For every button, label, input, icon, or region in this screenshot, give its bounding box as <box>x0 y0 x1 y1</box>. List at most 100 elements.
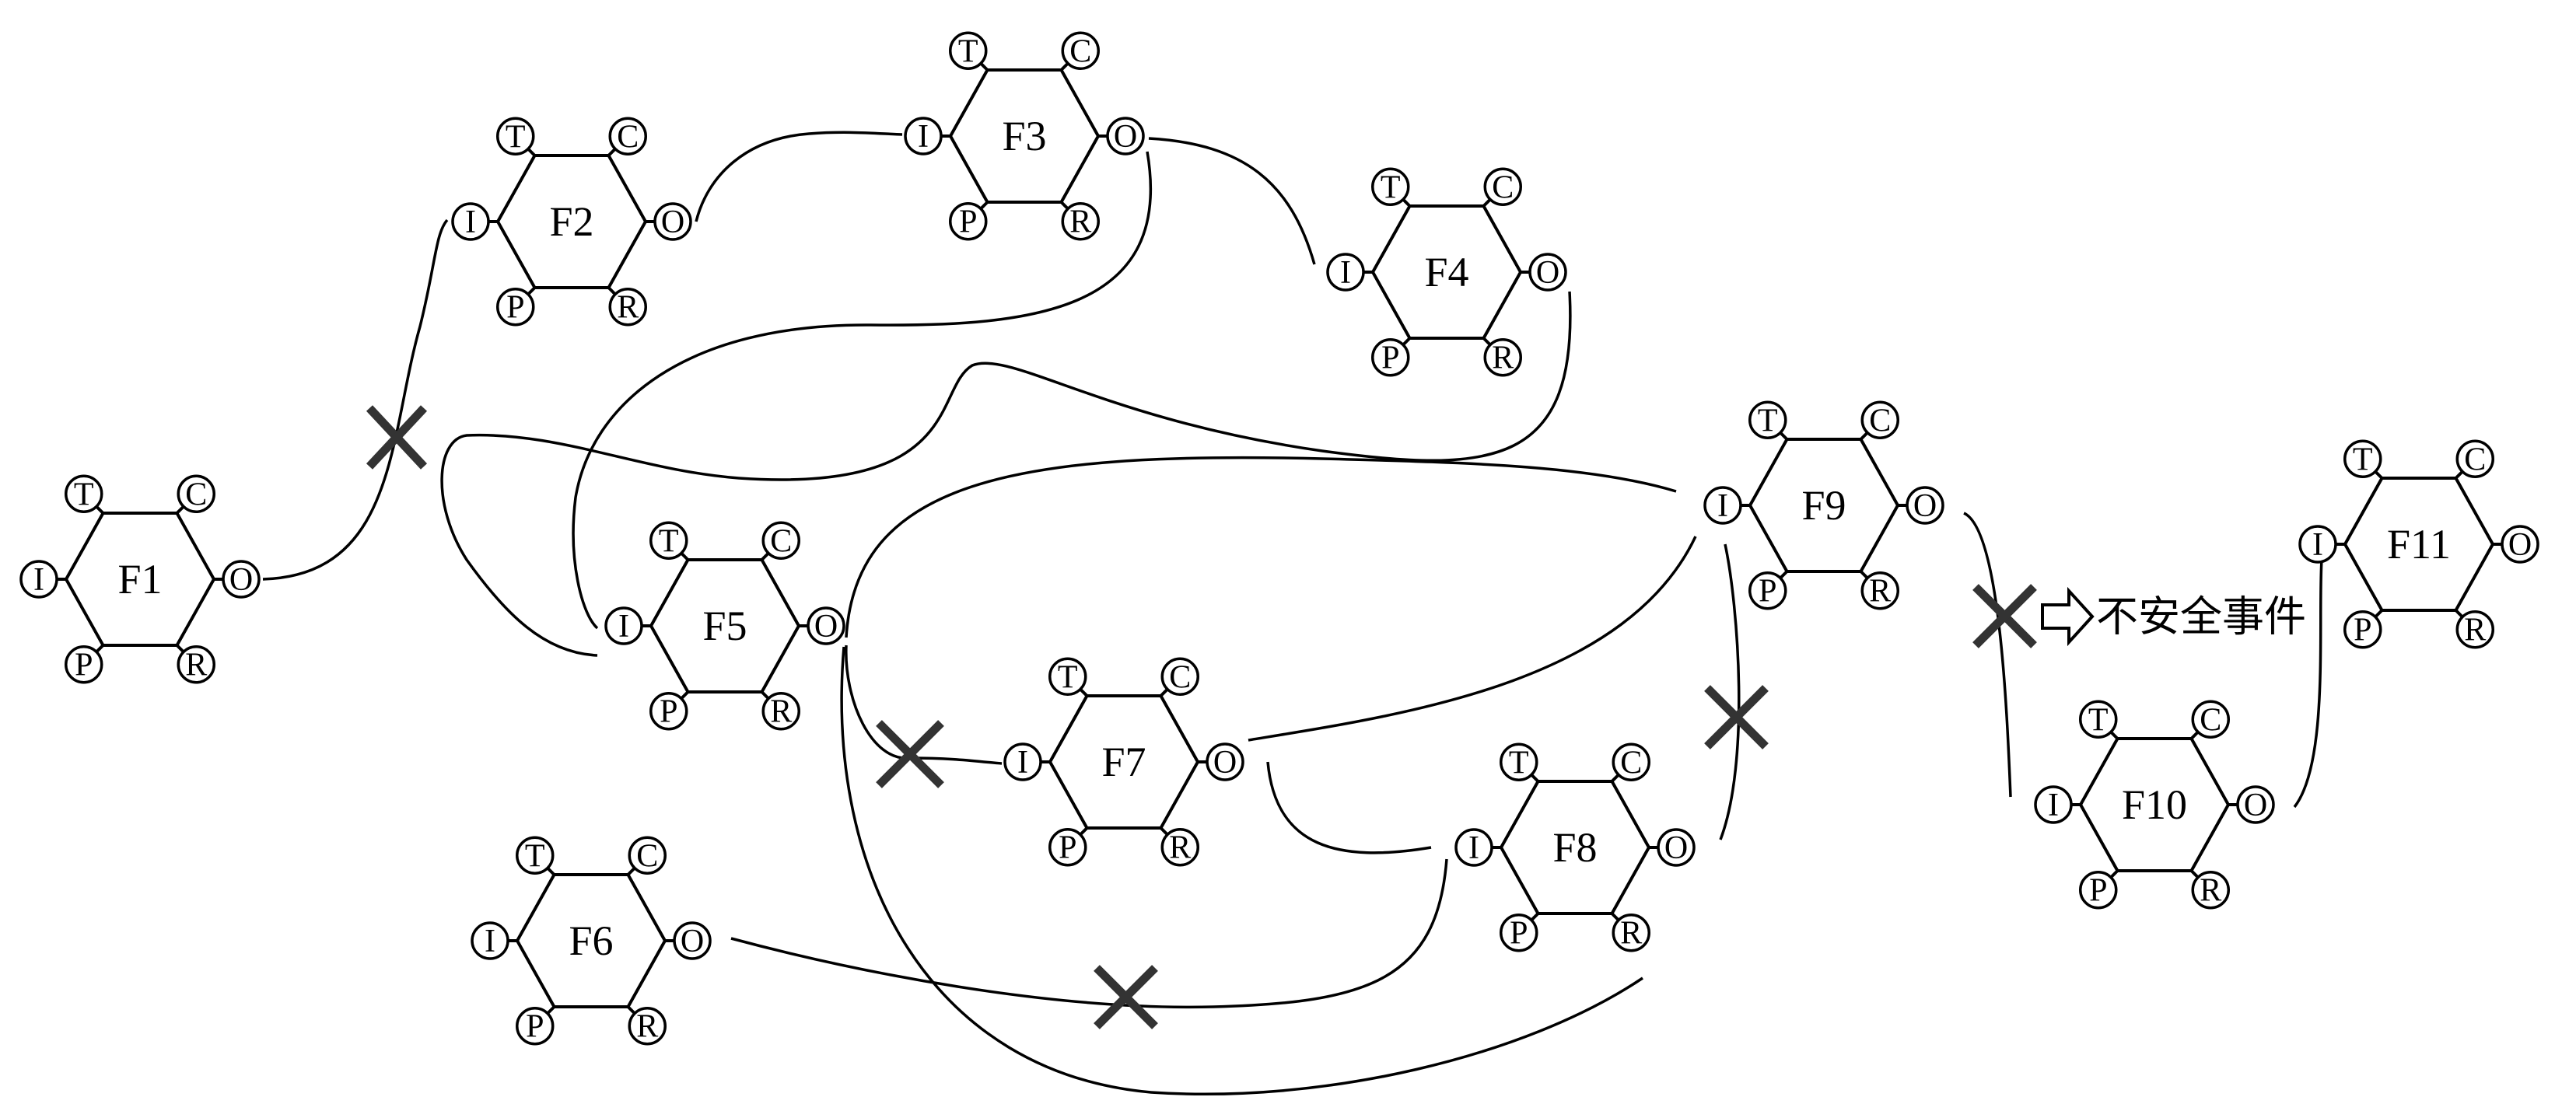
module-label: F9 <box>1801 482 1846 529</box>
port-connector <box>1530 912 1539 921</box>
port-label: I <box>1340 255 1351 291</box>
break-mark-icon <box>876 720 944 788</box>
port-connector <box>527 148 536 157</box>
port-connector <box>95 644 104 653</box>
port-i: I <box>904 117 943 155</box>
port-label: C <box>636 838 658 874</box>
port-label: R <box>2464 613 2486 648</box>
port-label: O <box>1664 830 1688 866</box>
port-label: P <box>526 1009 544 1045</box>
port-connector <box>1779 431 1788 441</box>
port-t: T <box>2343 439 2382 479</box>
port-o: O <box>807 606 845 645</box>
port-label: T <box>1381 169 1401 205</box>
port-connector <box>1160 688 1169 697</box>
port-connector <box>607 148 617 157</box>
module-label: F5 <box>702 603 747 649</box>
link-f3-f5 <box>572 151 1153 630</box>
port-i: I <box>2298 525 2337 564</box>
port-r: R <box>2455 610 2494 649</box>
port-c: C <box>628 836 667 875</box>
port-label: T <box>2353 442 2373 477</box>
module-label: F3 <box>1002 113 1046 159</box>
port-connector <box>2109 731 2119 740</box>
port-t: T <box>2079 700 2118 739</box>
port-connector <box>2455 470 2464 480</box>
port-label: C <box>2464 442 2486 477</box>
port-c: C <box>2455 439 2494 479</box>
port-label: O <box>661 204 684 240</box>
port-p: P <box>949 201 988 241</box>
port-connector <box>2190 731 2200 740</box>
module-label: F2 <box>549 198 593 245</box>
port-c: C <box>1483 167 1522 207</box>
port-label: O <box>2508 527 2532 563</box>
port-c: C <box>177 474 215 514</box>
port-label: O <box>1213 745 1237 781</box>
port-connector <box>1611 774 1620 783</box>
port-label: C <box>1869 403 1891 438</box>
port-r: R <box>628 1006 667 1046</box>
link-f10-f11 <box>2293 559 2323 809</box>
port-r: R <box>761 691 800 731</box>
port-label: P <box>1510 916 1528 952</box>
port-connector <box>1860 431 1869 441</box>
port-c: C <box>1061 31 1100 71</box>
port-i: I <box>1326 253 1365 292</box>
port-label: I <box>1717 488 1728 524</box>
module-label: F10 <box>2122 781 2187 828</box>
port-label: R <box>1869 574 1891 610</box>
port-c: C <box>1612 742 1650 782</box>
port-label: T <box>506 119 526 155</box>
port-connector <box>627 867 636 876</box>
port-label: T <box>74 477 94 512</box>
port-i: I <box>604 606 643 645</box>
module-label: F6 <box>569 917 613 964</box>
link-f2-f3 <box>695 131 903 222</box>
module-f6: I T C O R P F6 <box>471 836 712 1046</box>
port-label: I <box>2312 527 2323 563</box>
port-label: C <box>1620 745 1642 781</box>
port-t: T <box>1048 657 1087 697</box>
port-label: P <box>506 290 524 326</box>
port-connector <box>761 690 770 700</box>
port-label: O <box>1913 488 1937 524</box>
link-f7-f9 <box>1248 536 1697 742</box>
port-label: T <box>1058 659 1078 695</box>
port-i: I <box>2034 785 2073 824</box>
port-i: I <box>1703 486 1742 525</box>
port-i: I <box>1454 828 1493 867</box>
port-p: P <box>649 691 688 731</box>
port-label: R <box>1620 916 1642 952</box>
port-label: R <box>1069 204 1091 240</box>
break-mark-icon <box>1972 584 2037 648</box>
port-r: R <box>608 287 647 327</box>
link-f1-f2 <box>262 218 449 581</box>
port-label: P <box>959 204 977 240</box>
port-connector <box>176 644 185 653</box>
hollow-arrow-icon <box>2041 586 2095 647</box>
port-label: T <box>525 838 545 874</box>
port-c: C <box>1860 400 1899 440</box>
port-i: I <box>471 921 509 960</box>
module-label: F7 <box>1101 739 1146 785</box>
port-label: O <box>681 924 704 959</box>
port-connector <box>2190 869 2200 879</box>
port-label: O <box>2244 788 2267 823</box>
port-r: R <box>2191 870 2230 910</box>
module-label: F1 <box>117 556 162 603</box>
port-p: P <box>1371 337 1410 377</box>
port-label: T <box>958 33 978 69</box>
port-connector <box>627 1005 636 1015</box>
port-o: O <box>653 202 692 241</box>
port-o: O <box>222 560 261 599</box>
